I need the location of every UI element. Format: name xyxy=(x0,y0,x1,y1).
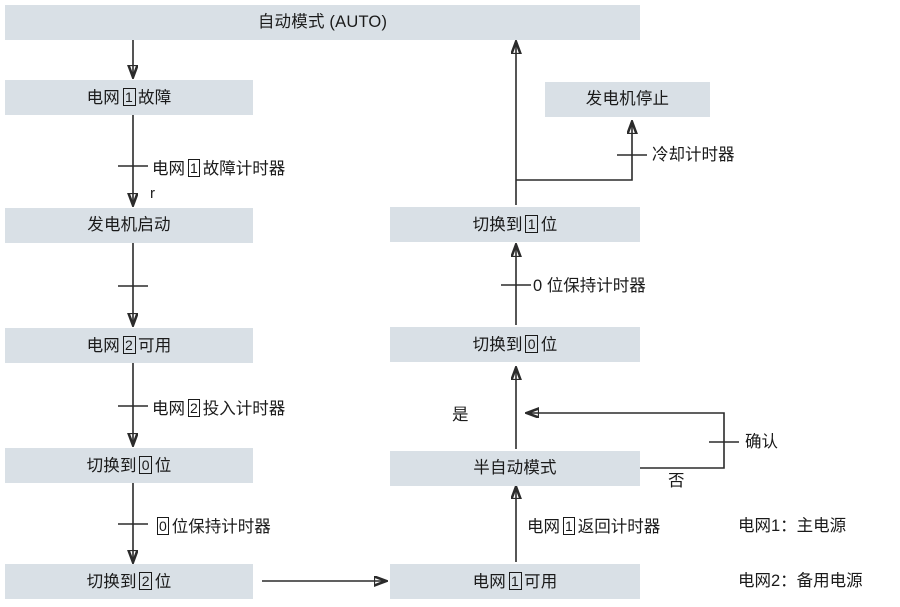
text-pre: 电网 xyxy=(86,89,120,108)
label-pos0-hold-timer-right: 0 位保持计时器 xyxy=(533,277,646,295)
boxed-number: 2 xyxy=(122,336,136,355)
node-generator-stop[interactable]: 发电机停止 xyxy=(545,82,710,117)
node-semi-auto-mode-label: 半自动模式 xyxy=(473,459,557,478)
text-pre: 电网 xyxy=(152,160,185,178)
boxed-number: 1 xyxy=(187,159,201,178)
node-auto-mode-label: 自动模式 (AUTO) xyxy=(257,13,388,32)
text-post: 位保持计时器 xyxy=(171,518,271,536)
label-no: 否 xyxy=(668,472,685,490)
node-auto-mode[interactable]: 自动模式 (AUTO) xyxy=(5,5,640,40)
text-post: 故障 xyxy=(138,89,172,108)
node-generator-stop-label: 发电机停止 xyxy=(585,90,670,109)
boxed-number: 0 xyxy=(156,517,170,536)
boxed-number: 1 xyxy=(122,88,136,107)
text-post: 故障计时器 xyxy=(202,160,286,178)
boxed-number: 0 xyxy=(525,335,539,354)
text-post: 位 xyxy=(540,216,558,235)
label-cooling-timer: 冷却计时器 xyxy=(652,146,735,164)
edge-cooling-timer xyxy=(516,122,632,181)
boxed-number: 1 xyxy=(508,572,522,591)
text-post: 位 xyxy=(154,457,172,476)
text-pre: 切换到 xyxy=(86,573,137,592)
label-confirm: 确认 xyxy=(745,433,778,451)
node-semi-auto-mode[interactable]: 半自动模式 xyxy=(390,451,640,486)
boxed-number: 1 xyxy=(525,215,539,234)
legend-item-mains2: 电网2：备用电源 xyxy=(738,572,863,590)
text-post: 可用 xyxy=(524,573,558,592)
node-generator-start[interactable]: 发电机启动 xyxy=(5,208,253,243)
stray-character-r: r xyxy=(150,185,155,202)
boxed-number: 1 xyxy=(562,517,576,536)
text-post: 投入计时器 xyxy=(202,400,286,418)
text-pre: 电网 xyxy=(472,573,506,592)
text-pre: 切换到 xyxy=(86,457,137,476)
text-pre: 切换到 xyxy=(472,216,523,235)
text-post: 位 xyxy=(540,336,558,355)
legend-item-mains1: 电网1：主电源 xyxy=(738,517,847,535)
text-post: 可用 xyxy=(138,337,172,356)
boxed-number: 2 xyxy=(139,572,153,591)
node-generator-start-label: 发电机启动 xyxy=(87,216,171,235)
boxed-number: 2 xyxy=(187,399,201,418)
text-post: 返回计时器 xyxy=(577,518,661,536)
text-pre: 电网 xyxy=(152,400,185,418)
label-yes: 是 xyxy=(452,406,469,424)
text-post: 位 xyxy=(154,573,172,592)
text-pre: 电网 xyxy=(86,337,120,356)
boxed-number: 0 xyxy=(139,456,153,475)
text-pre: 切换到 xyxy=(472,336,523,355)
text-pre: 电网 xyxy=(527,518,560,536)
